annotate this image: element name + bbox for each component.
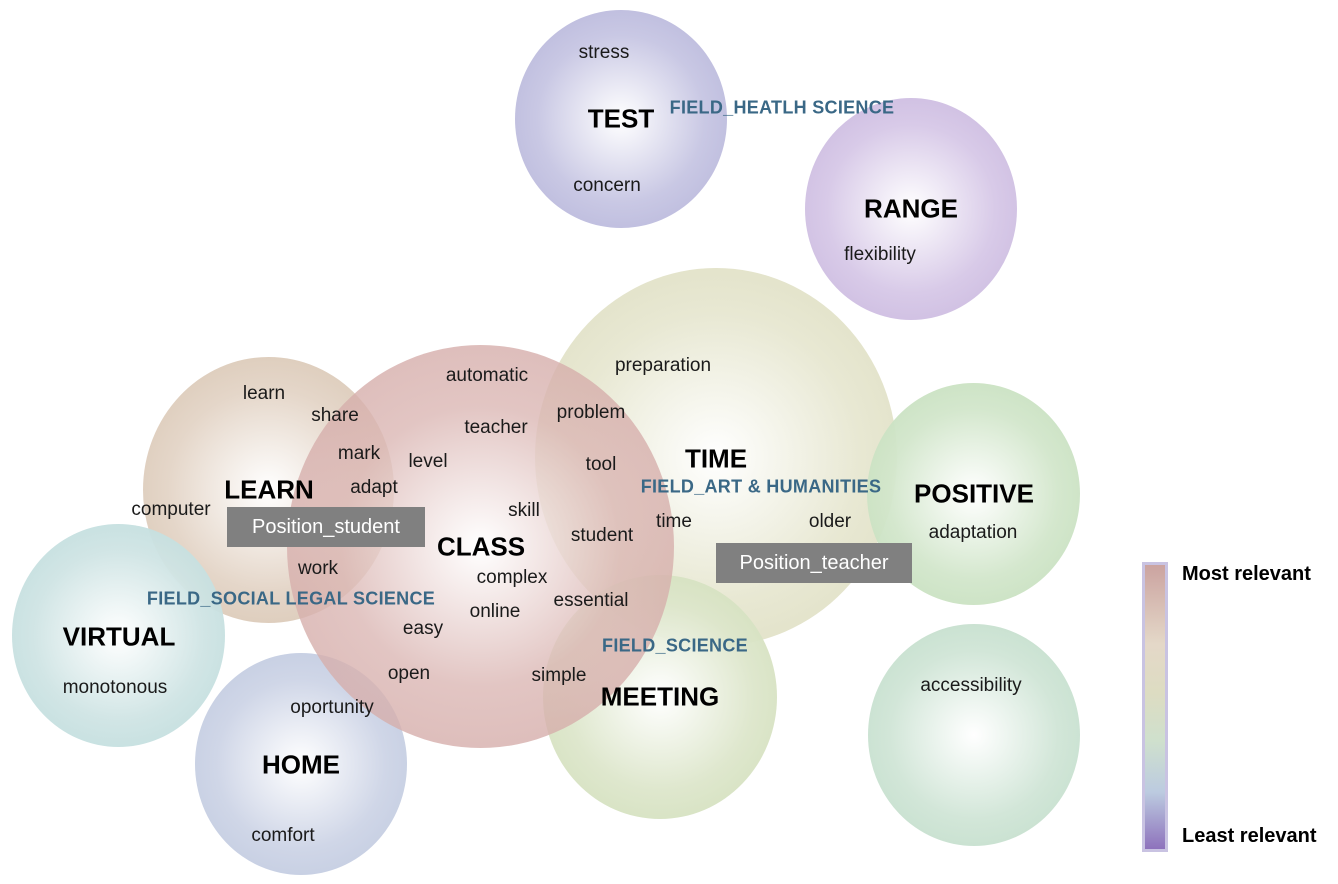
topic-home: HOME — [262, 749, 340, 780]
position-student-box: Position_student — [227, 507, 425, 547]
word-oportunity: oportunity — [290, 697, 374, 718]
word-adaptation: adaptation — [928, 522, 1018, 543]
word-flexibility: flexibility — [844, 244, 916, 265]
word-older: older — [808, 511, 852, 532]
topic-test: TEST — [587, 103, 655, 134]
bubble-test — [515, 10, 727, 228]
word-online: online — [469, 601, 521, 622]
bubble-range — [805, 98, 1017, 320]
topic-positive: POSITIVE — [914, 478, 1034, 509]
legend-least-relevant: Least relevant — [1182, 825, 1317, 847]
word-automatic: automatic — [445, 365, 529, 386]
field-art-humanities: FIELD_ART & HUMANITIES — [640, 476, 882, 497]
word-complex: complex — [476, 567, 548, 588]
topic-virtual: VIRTUAL — [62, 621, 176, 652]
topic-meeting: MEETING — [600, 681, 720, 712]
field-science: FIELD_SCIENCE — [602, 635, 748, 656]
word-stress: stress — [578, 42, 630, 63]
relevance-legend-bar — [1142, 562, 1168, 852]
field-social-legal-science: FIELD_SOCIAL LEGAL SCIENCE — [146, 588, 436, 609]
word-tool: tool — [585, 454, 617, 475]
word-learn: learn — [242, 383, 286, 404]
word-computer: computer — [131, 499, 211, 520]
word-level: level — [408, 451, 448, 472]
topic-time: TIME — [684, 443, 748, 474]
word-work: work — [297, 558, 339, 579]
word-time: time — [656, 511, 692, 532]
word-teacher: teacher — [464, 417, 528, 438]
word-mark: mark — [337, 443, 381, 464]
bubble-virtual — [12, 524, 225, 747]
word-student: student — [570, 525, 634, 546]
word-concern: concern — [573, 175, 641, 196]
word-easy: easy — [402, 618, 444, 639]
word-open: open — [387, 663, 431, 684]
field-health-science: FIELD_HEATLH SCIENCE — [669, 97, 895, 118]
word-share: share — [311, 405, 359, 426]
word-skill: skill — [508, 500, 540, 521]
position-teacher-box: Position_teacher — [716, 543, 912, 583]
word-comfort: comfort — [251, 825, 315, 846]
topic-range: RANGE — [864, 193, 958, 224]
word-problem: problem — [556, 402, 626, 423]
word-accessibility: accessibility — [920, 675, 1022, 696]
word-adapt: adapt — [350, 477, 398, 498]
topic-class: CLASS — [436, 531, 526, 562]
word-simple: simple — [531, 665, 587, 686]
legend-most-relevant: Most relevant — [1182, 563, 1311, 585]
topic-learn: LEARN — [224, 474, 314, 505]
word-monotonous: monotonous — [62, 677, 168, 698]
word-essential: essential — [553, 590, 629, 611]
word-preparation: preparation — [614, 355, 712, 376]
bubble-accessibility — [868, 624, 1080, 846]
